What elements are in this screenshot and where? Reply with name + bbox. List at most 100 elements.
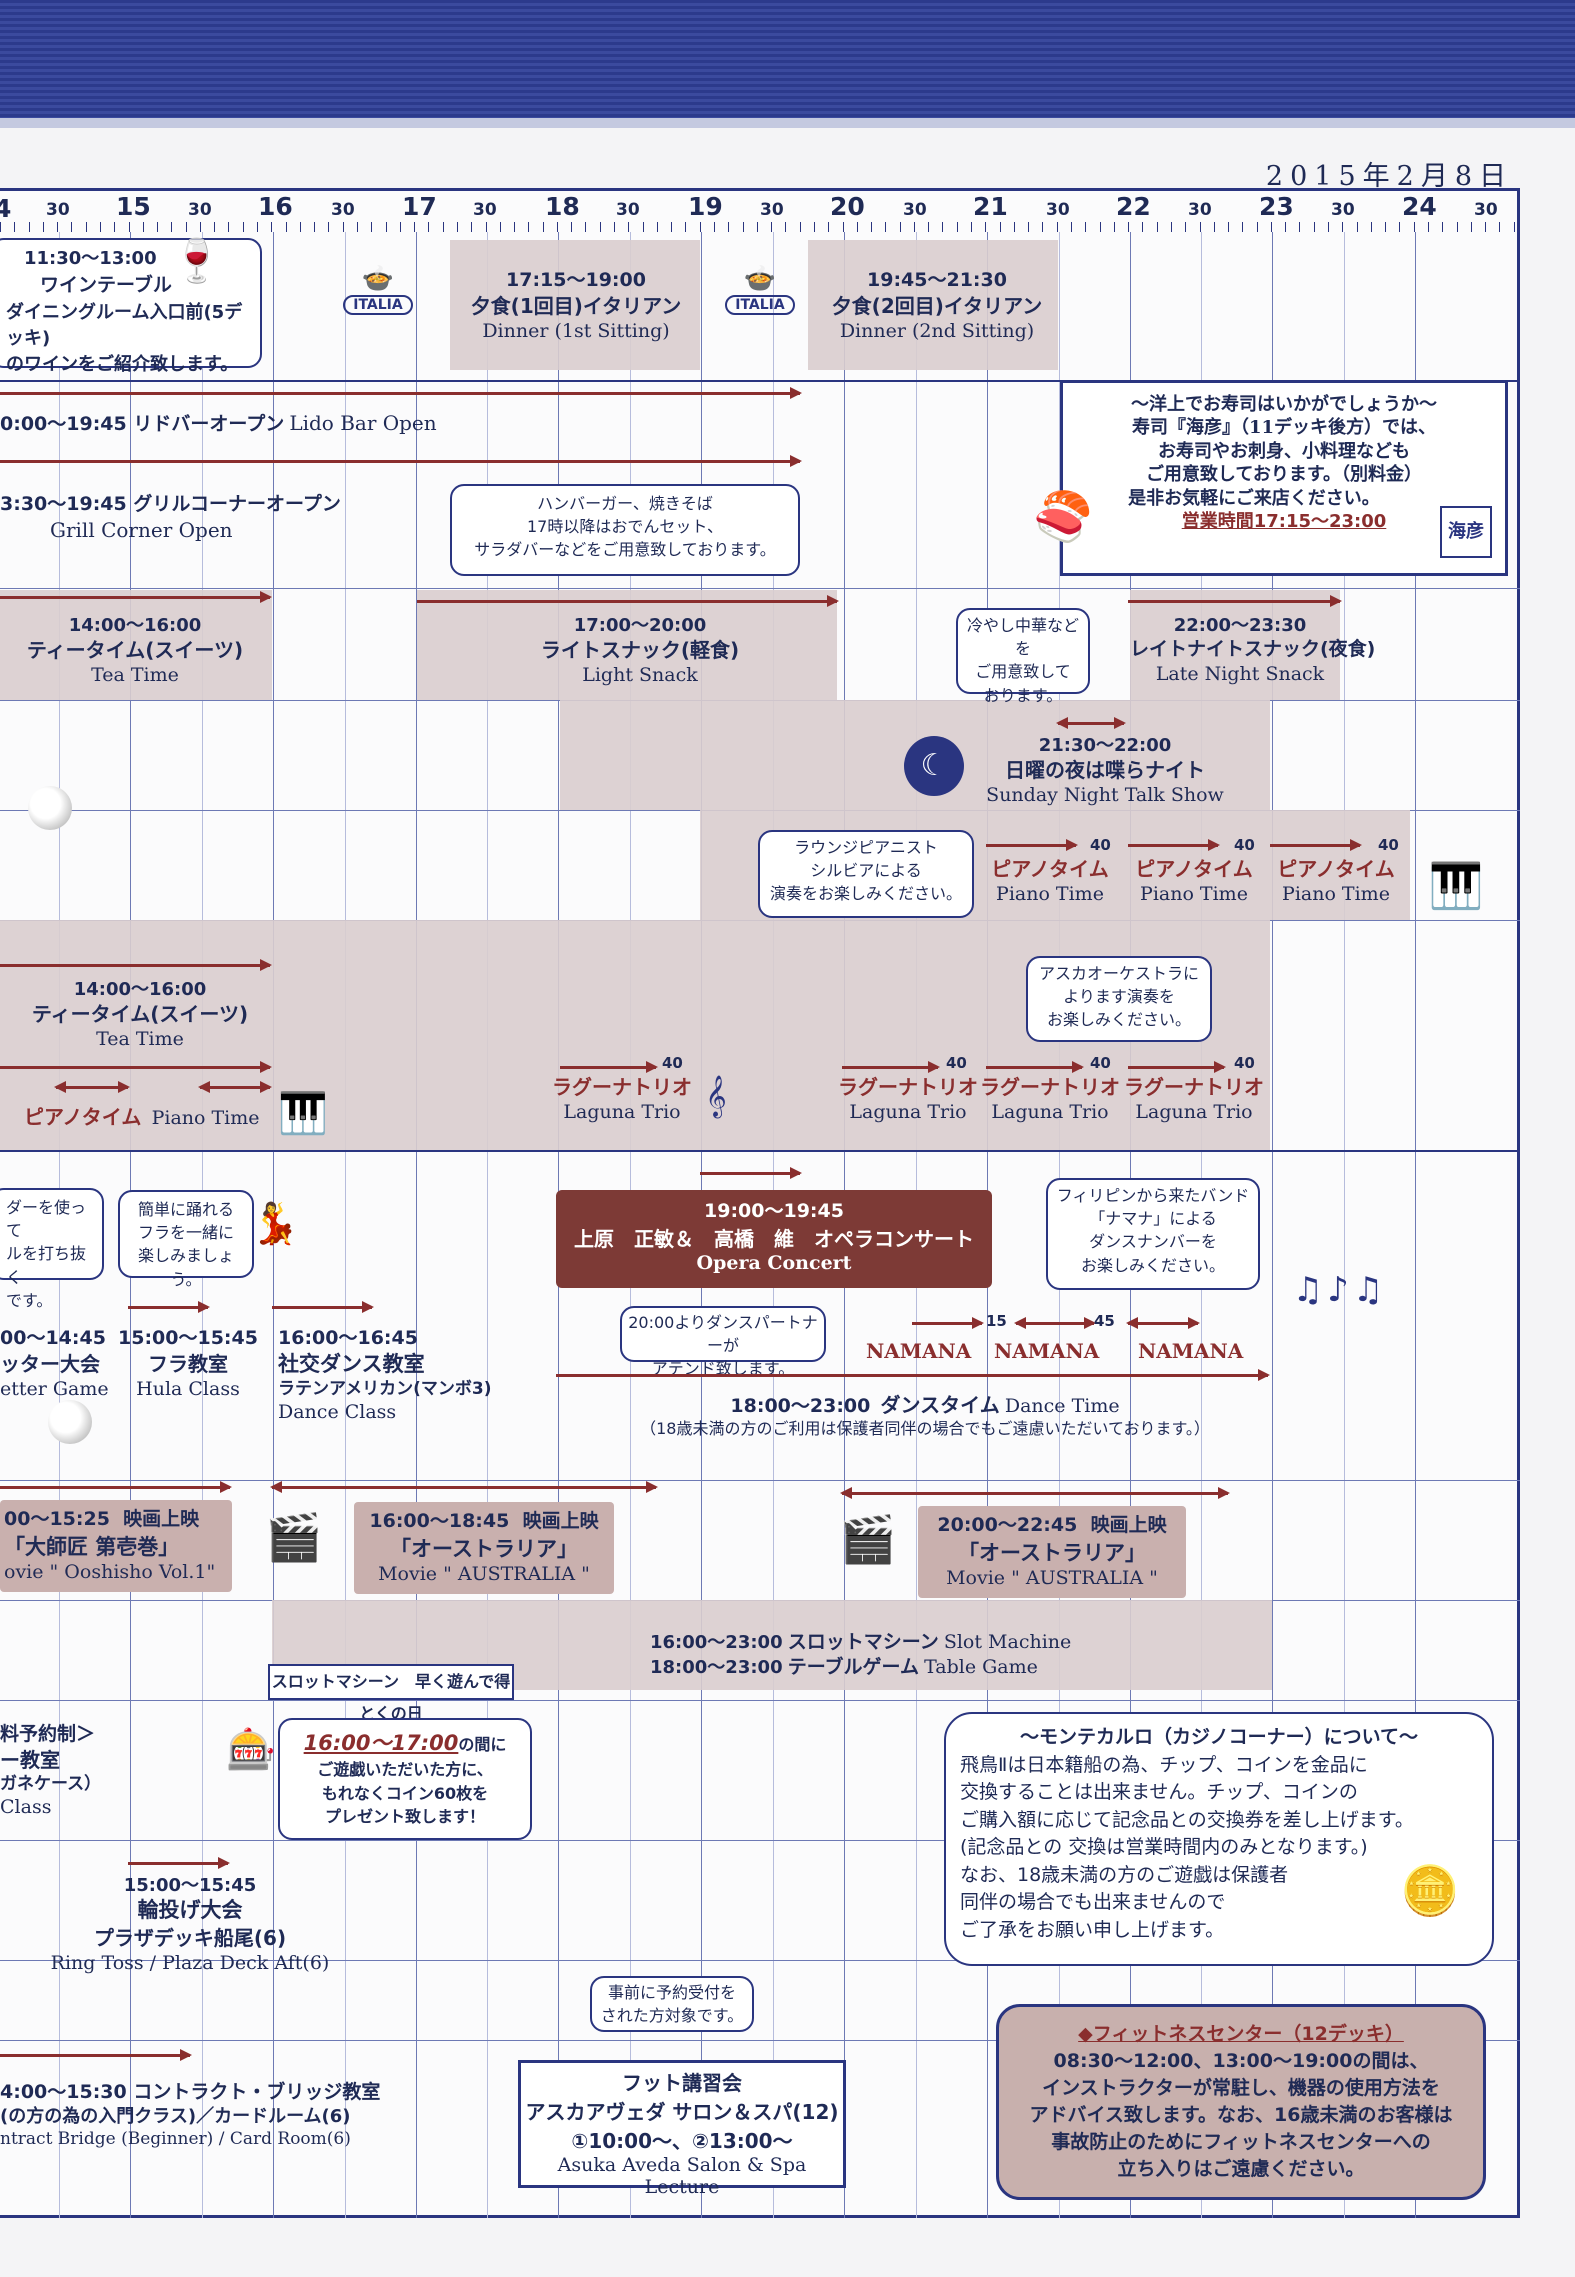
darts-bubble: ダーを使ってルを打ち抜くです。 bbox=[0, 1188, 104, 1310]
movie-arrow bbox=[0, 1481, 232, 1493]
minute-tick bbox=[143, 222, 144, 232]
slot-machine-icon: 🎰 bbox=[226, 1727, 276, 1773]
minute-tick bbox=[885, 222, 886, 232]
minute-tick bbox=[286, 222, 287, 232]
half-label: 30 bbox=[1188, 200, 1212, 220]
tea-shade bbox=[0, 590, 272, 700]
minute-tick bbox=[1071, 222, 1072, 232]
row-divider bbox=[0, 1150, 1520, 1152]
talk-arrow bbox=[1056, 717, 1126, 729]
hour-gridline bbox=[416, 232, 417, 2218]
movie-australia-2: 20:00〜22:45 映画上映 「オーストラリア」 Movie " AUSTR… bbox=[918, 1506, 1186, 1598]
minute-tick bbox=[628, 222, 629, 232]
row-gridline bbox=[0, 1700, 1520, 1701]
minute-tick bbox=[1399, 222, 1400, 232]
hour-gridline bbox=[1415, 232, 1416, 2218]
hour-label: 15 bbox=[116, 192, 151, 221]
minute-tick bbox=[228, 222, 229, 232]
minute-tick bbox=[486, 222, 487, 232]
half-hour-gridline bbox=[345, 232, 346, 2218]
minute-tick bbox=[43, 222, 44, 232]
music-notes-icon: ♫♪♫ bbox=[1292, 1270, 1388, 1310]
minute-tick bbox=[1128, 222, 1129, 232]
minute-tick bbox=[14, 222, 15, 232]
hour-label: 24 bbox=[1402, 192, 1437, 221]
foot-lecture: フット講習会アスカアヴェダ サロン＆スパ(12)①10:00〜、②13:00〜A… bbox=[518, 2060, 846, 2198]
minute-tick bbox=[1228, 222, 1229, 232]
half-label: 30 bbox=[760, 200, 784, 220]
lido-arrow bbox=[0, 387, 802, 399]
hour-label: 17 bbox=[402, 192, 437, 221]
minute-tick bbox=[1000, 222, 1001, 232]
minute-tick bbox=[443, 222, 444, 232]
laguna-duration: 40 bbox=[946, 1054, 967, 1072]
hula-arrow bbox=[128, 1301, 210, 1313]
minute-tick bbox=[814, 222, 815, 232]
namana-label: NAMANA bbox=[1138, 1339, 1244, 1363]
minute-tick bbox=[1442, 222, 1443, 232]
minute-tick bbox=[457, 222, 458, 232]
hour-label: 4 bbox=[0, 194, 12, 223]
minute-tick bbox=[585, 222, 586, 232]
hour-label: 20 bbox=[830, 192, 865, 221]
half-label: 30 bbox=[616, 200, 640, 220]
hour-label: 21 bbox=[973, 192, 1008, 221]
minute-tick bbox=[271, 222, 272, 232]
punch-hole bbox=[28, 786, 72, 830]
wine-waiter-icon: 🍷 bbox=[170, 236, 224, 285]
piano-arrow bbox=[986, 839, 1078, 851]
minute-tick bbox=[428, 222, 429, 232]
row-gridline bbox=[0, 1480, 1520, 1481]
namana-label: NAMANA bbox=[994, 1339, 1100, 1363]
tea-arrow bbox=[0, 591, 272, 603]
hour-label: 22 bbox=[1116, 192, 1151, 221]
minute-tick bbox=[685, 222, 686, 232]
minute-tick bbox=[257, 222, 258, 232]
bridge-arrow bbox=[0, 2049, 192, 2061]
minute-tick bbox=[214, 222, 215, 232]
minute-tick bbox=[157, 222, 158, 232]
minute-tick bbox=[1499, 222, 1500, 232]
minute-tick bbox=[400, 222, 401, 232]
minute-tick bbox=[86, 222, 87, 232]
laguna-duration: 40 bbox=[1090, 1054, 1111, 1072]
minute-tick bbox=[1385, 222, 1386, 232]
half-label: 30 bbox=[188, 200, 212, 220]
minute-tick bbox=[1028, 222, 1029, 232]
minute-tick bbox=[1257, 222, 1258, 232]
pianist-bubble: ラウンジピアニストシルビアによる演奏をお楽しみください。 bbox=[758, 830, 974, 918]
piano-duration: 40 bbox=[1378, 836, 1399, 854]
minute-tick bbox=[357, 222, 358, 232]
minute-tick bbox=[1100, 222, 1101, 232]
minute-tick bbox=[1014, 222, 1015, 232]
minute-tick bbox=[1085, 222, 1086, 232]
minute-tick bbox=[1299, 222, 1300, 232]
minute-tick bbox=[914, 222, 915, 232]
minute-tick bbox=[1200, 222, 1201, 232]
minute-tick bbox=[100, 222, 101, 232]
slot-promo-heading: スロットマシーン 早く遊んで得とくの日 bbox=[268, 1664, 514, 1723]
namana-arrow bbox=[1126, 1317, 1200, 1329]
hour-label: 23 bbox=[1259, 192, 1294, 221]
late-snack-shade bbox=[1130, 590, 1340, 700]
header-band-shadow bbox=[0, 118, 1575, 128]
minute-tick bbox=[500, 222, 501, 232]
row-divider bbox=[0, 380, 1520, 382]
minute-tick bbox=[1457, 222, 1458, 232]
half-label: 30 bbox=[1474, 200, 1498, 220]
half-hour-gridline bbox=[1344, 232, 1345, 2218]
minute-tick bbox=[728, 222, 729, 232]
minute-tick bbox=[800, 222, 801, 232]
piano-lounge-arrow bbox=[198, 1081, 272, 1093]
minute-tick bbox=[900, 222, 901, 232]
lido-bar: 0:00〜19:45 リドバーオープン Lido Bar Open bbox=[0, 411, 437, 435]
italia-logo-icon: 🍲 ITALIA bbox=[318, 264, 438, 344]
minute-tick bbox=[171, 222, 172, 232]
